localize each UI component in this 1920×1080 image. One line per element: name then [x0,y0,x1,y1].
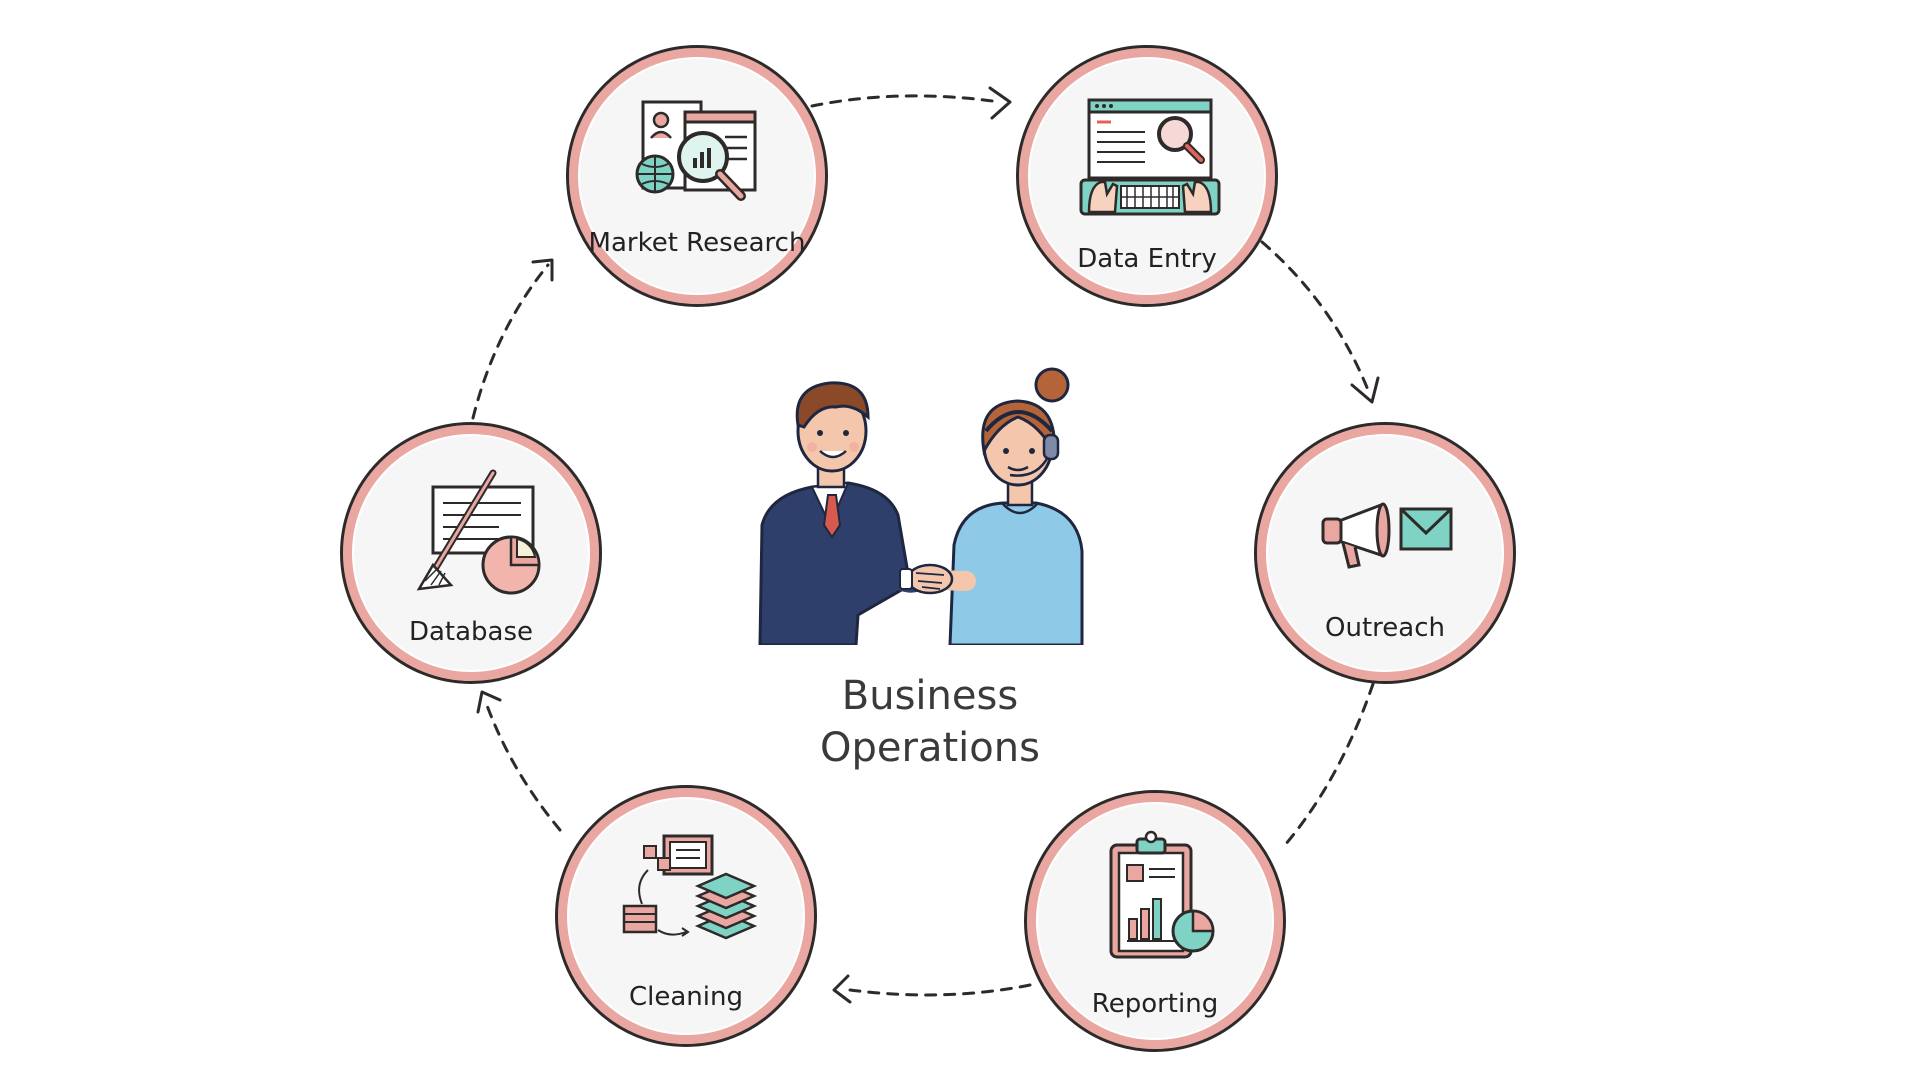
arrow-entry-to-outreach [1260,240,1372,397]
step-database[interactable]: Database [340,422,602,684]
arrowhead-1 [988,86,1012,120]
step-label: Reporting [1091,989,1219,1019]
step-label: Cleaning [629,982,743,1012]
businessman-figure [758,381,951,645]
center-title-line1: Business [841,673,1019,719]
magnifier-chart-icon [635,100,757,201]
arrow-cleaning-to-database [483,698,562,832]
arrow-outreach-to-reporting [1283,682,1375,847]
handshake-hands [899,563,954,595]
megaphone-envelope-icon [1321,502,1453,569]
arrowhead-3 [832,974,852,1004]
step-market-research[interactable]: Market Research [566,45,828,307]
arrow-research-to-entry [810,94,1002,108]
step-label: Outreach [1325,613,1445,643]
arrowhead-5 [531,258,554,282]
center-title-line2: Operations [820,725,1040,771]
arrowhead-4 [476,690,502,714]
step-data-entry[interactable]: Data Entry [1016,45,1278,307]
support-agent-figure [926,367,1084,645]
clipboard-chart-icon [1109,830,1215,959]
arrowhead-2 [1350,376,1380,404]
center-title: Business Operations [760,670,1100,774]
handshake-illustration [758,367,1084,645]
arrow-reporting-to-cleaning [848,983,1032,997]
step-label: Market Research [588,228,806,258]
arrow-database-to-research [471,263,550,420]
step-outreach[interactable]: Outreach [1254,422,1516,684]
layers-flow-icon [622,834,758,940]
step-cleaning[interactable]: Cleaning [555,785,817,1047]
step-reporting[interactable]: Reporting [1024,790,1286,1052]
broom-pie-icon [416,469,541,595]
keyboard-screen-icon [1079,98,1221,216]
step-label: Data Entry [1077,244,1217,274]
step-label: Database [408,617,534,647]
